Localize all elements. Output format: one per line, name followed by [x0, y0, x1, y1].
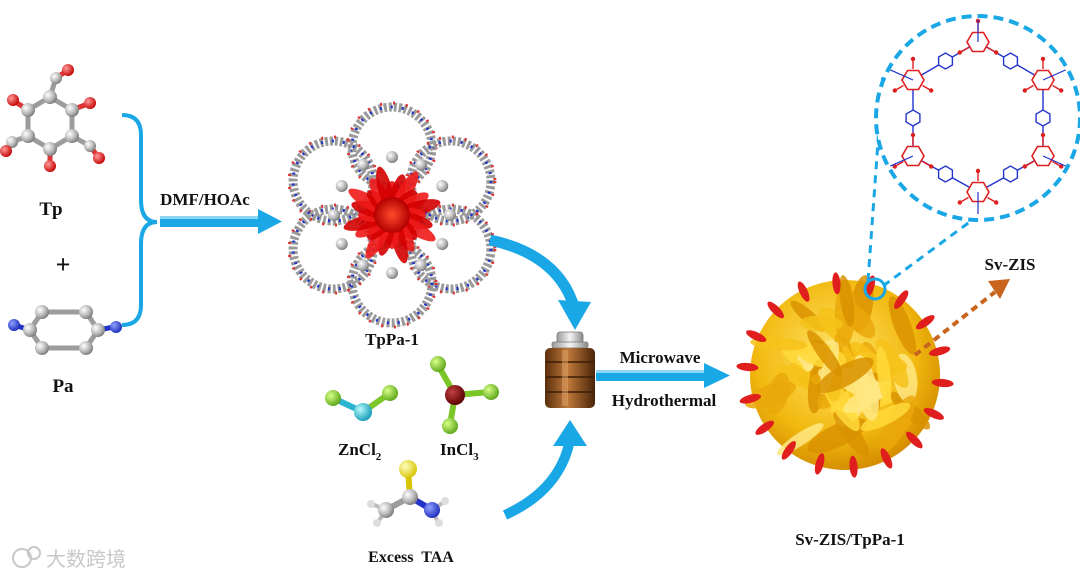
incl3-molecule-model — [430, 356, 499, 434]
cof-ring-structure — [885, 18, 1071, 214]
watermark-text: 大数跨境 — [46, 547, 126, 571]
zncl2-molecule-model — [325, 385, 398, 421]
sv-zis-tppa-1-nanoflower-model — [736, 272, 954, 478]
microwave-arrow — [596, 363, 730, 388]
taa-molecule-model — [367, 460, 449, 527]
plus-sign: + — [56, 250, 71, 279]
taa-to-autoclave-arrow — [502, 420, 587, 520]
zoom-guide-right — [882, 216, 976, 288]
hydrothermal-label: Hydrothermal — [612, 391, 717, 410]
product-label: Sv-ZIS/TpPa-1 — [795, 530, 905, 549]
watermark: 大数跨境 — [12, 546, 126, 571]
autoclave-icon — [545, 331, 595, 408]
tp-molecule-model — [0, 64, 105, 172]
tp-label: Tp — [39, 199, 62, 220]
incl3-label: InCl3 — [440, 440, 479, 463]
pa-label: Pa — [52, 376, 74, 397]
tppa-1-framework-model — [287, 101, 497, 329]
zoom-inset-circle — [874, 14, 1080, 222]
pa-molecule-model — [8, 305, 122, 355]
zncl2-label: ZnCl2 — [338, 440, 382, 463]
tppa-1-label: TpPa-1 — [365, 330, 419, 349]
dmf-hoac-label: DMF/HOAc — [160, 190, 250, 209]
microwave-label: Microwave — [620, 348, 701, 367]
cof-to-autoclave-arrow — [488, 234, 591, 330]
sv-zis-label: Sv-ZIS — [984, 255, 1035, 274]
sv-zis-pointer-arrow — [913, 279, 1010, 357]
excess-taa-label: Excess TAA — [368, 549, 454, 566]
dmf-arrow — [160, 209, 282, 234]
zoom-origin-circle — [863, 277, 887, 301]
curly-brace — [121, 113, 158, 327]
